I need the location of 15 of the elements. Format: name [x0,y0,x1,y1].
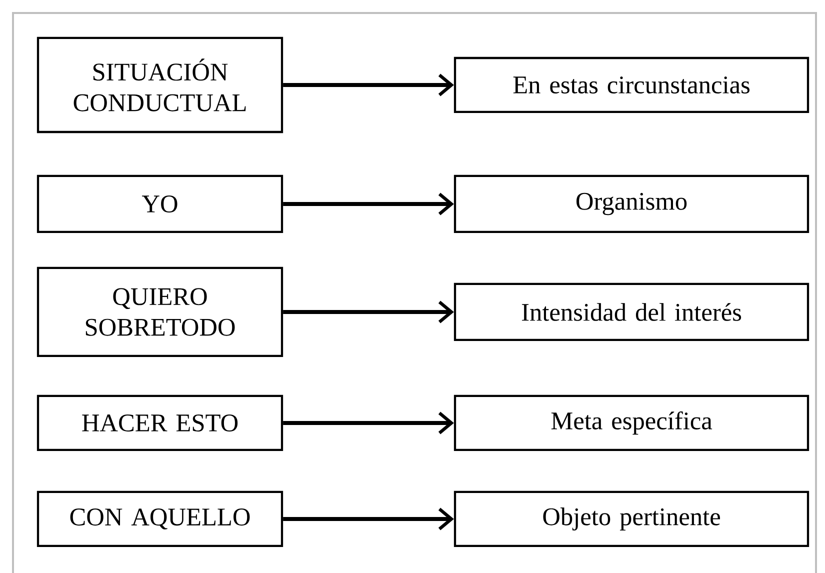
text-box: Objeto pertinente [454,490,810,548]
arrow [283,74,454,96]
text-box: HACER ESTO [36,394,284,452]
text-box: Organismo [454,174,810,234]
text-box: Meta específica [454,394,810,452]
text-box: YO [36,174,284,234]
text-box: En estas circunstancias [454,56,810,114]
arrow [283,192,454,216]
arrow [283,300,454,324]
text-box: Intensidad del interés [454,282,810,342]
text-box: QUIERO SOBRETODO [36,266,284,358]
text-box: SITUACIÓN CONDUCTUAL [36,36,284,134]
arrow [283,508,454,530]
text-box: CON AQUELLO [36,490,284,548]
arrow [283,412,454,434]
